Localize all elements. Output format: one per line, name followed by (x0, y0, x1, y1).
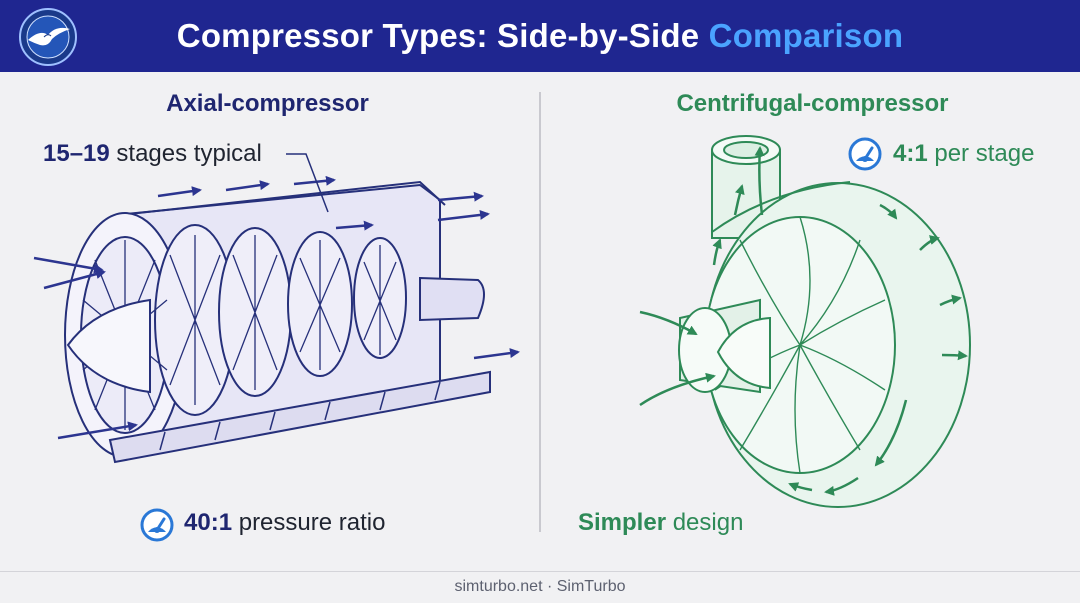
stages-value: 15–19 (43, 140, 110, 167)
ratio-value: 40:1 (184, 509, 233, 536)
axial-rear-shaft (419, 276, 485, 322)
centrifugal-title: Centrifugal-compressor (676, 90, 949, 117)
centrifugal-flow-arrows (639, 146, 968, 496)
centrifugal-nose-cone (716, 316, 771, 390)
axial-title: Axial-compressor (166, 90, 369, 117)
title-accent-text: Comparison (708, 17, 904, 54)
eagle-logo-icon (19, 8, 77, 66)
axial-lower-casing (108, 370, 491, 464)
centrifugal-scroll-lip (711, 181, 851, 233)
title-main-text: Compressor Types: Side-by-Side (176, 17, 709, 54)
stages-annotation: 15–19 stages typical (43, 140, 262, 168)
centrifugal-compressor-drawing (678, 135, 971, 508)
simpler-text: design (666, 509, 744, 536)
header-bar: Compressor Types: Side-by-Side Compariso… (0, 0, 1080, 72)
stages-leader-line (286, 153, 329, 213)
axial-lower-ribs (159, 381, 441, 451)
gauge-icon (848, 137, 882, 171)
footer-divider (0, 571, 1080, 572)
ratio-annotation: 40:1 pressure ratio (184, 509, 385, 537)
axial-casing-top-rim (119, 180, 446, 216)
simpler-annotation: Simpler design (578, 509, 743, 537)
per-stage-value: 4:1 (893, 140, 928, 167)
gauge-icon (140, 508, 174, 542)
ratio-text: pressure ratio (232, 509, 386, 536)
footer-credit: simturbo.net · SimTurbo (454, 578, 626, 595)
axial-spinner-cone (66, 298, 151, 394)
axial-compressor-drawing (64, 180, 491, 464)
simpler-value: Simpler (578, 509, 667, 536)
stages-text: stages typical (109, 140, 262, 167)
axial-flow-arrows (33, 175, 520, 440)
per-stage-annotation: 4:1 per stage (893, 140, 1034, 168)
panel-divider (539, 92, 541, 532)
per-stage-text: per stage (927, 140, 1035, 167)
page-title: Compressor Types: Side-by-Side Compariso… (177, 17, 903, 55)
